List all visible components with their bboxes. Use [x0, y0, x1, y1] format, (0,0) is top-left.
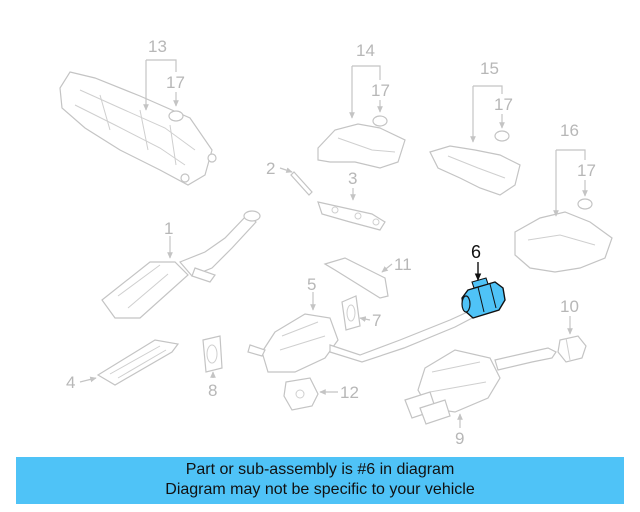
banner-line-2: Diagram may not be specific to your vehi… — [165, 481, 475, 498]
info-banner: Part or sub-assembly is #6 in diagram Di… — [16, 457, 624, 504]
callout-1: 1 — [164, 219, 173, 238]
callout-15: 15 — [480, 59, 499, 78]
heat-shield-4 — [79, 339, 180, 386]
callout-3: 3 — [348, 169, 357, 188]
callout-11: 11 — [394, 255, 412, 274]
callout-2: 2 — [266, 159, 275, 178]
callout-17-c: 17 — [494, 95, 513, 114]
heat-shield-15 — [429, 145, 521, 196]
clamp-6-highlighted[interactable] — [461, 277, 506, 319]
heat-shield-16 — [514, 211, 613, 273]
bracket-11 — [323, 257, 393, 299]
hanger-7 — [341, 295, 371, 331]
heat-shield-13 — [59, 71, 217, 186]
callout-15-leader — [470, 85, 503, 143]
callout-4: 4 — [66, 373, 75, 392]
rear-muffler-9 — [404, 347, 557, 428]
callout-17-d: 17 — [577, 161, 596, 180]
catalytic-converter-1 — [101, 210, 261, 319]
callout-17-a: 17 — [166, 73, 185, 92]
gasket-3 — [317, 188, 386, 231]
heat-shield-14 — [317, 123, 406, 169]
clamp-10 — [557, 316, 587, 363]
grommet-17-b — [372, 100, 388, 127]
bracket-12 — [283, 377, 338, 411]
callout-12: 12 — [340, 383, 359, 402]
stud-2 — [279, 167, 313, 196]
grommet-17-a — [168, 92, 184, 122]
callout-8: 8 — [208, 381, 217, 400]
hanger-8 — [202, 335, 223, 378]
banner-line-1: Part or sub-assembly is #6 in diagram — [185, 461, 455, 478]
callout-16-leader — [553, 149, 586, 217]
callout-14: 14 — [356, 41, 375, 60]
callout-7: 7 — [372, 311, 381, 330]
grommet-17-d — [577, 180, 593, 210]
callout-14-leader — [349, 65, 381, 119]
callout-13: 13 — [148, 37, 167, 56]
grommet-17-c — [494, 114, 510, 142]
callout-17-b: 17 — [371, 81, 390, 100]
callout-6[interactable]: 6 — [471, 242, 481, 262]
callout-13-leader — [143, 59, 177, 111]
callout-5: 5 — [307, 275, 316, 294]
callout-9: 9 — [455, 429, 464, 448]
callout-16: 16 — [560, 121, 579, 140]
callout-10: 10 — [560, 297, 579, 316]
